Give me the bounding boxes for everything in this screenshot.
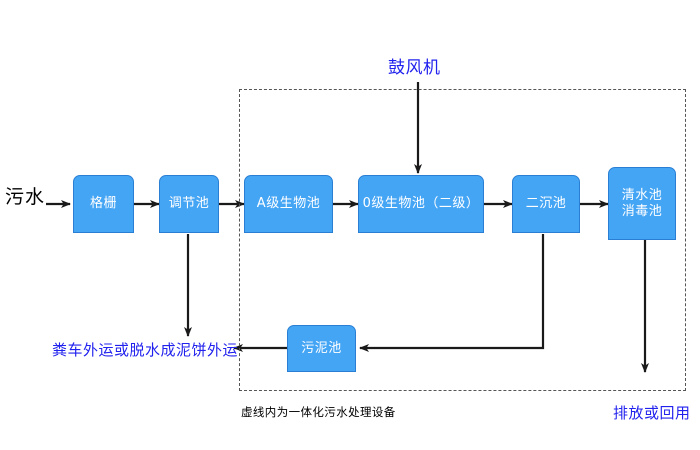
node-regulating-tank[interactable]: 调节池: [159, 175, 219, 233]
effluent-label: 排放或回用: [613, 404, 691, 422]
blower-label: 鼓风机: [388, 58, 441, 78]
node-sludge-tank[interactable]: 污泥池: [287, 325, 356, 372]
node-a-bio-tank[interactable]: A级生物池: [244, 175, 333, 233]
sludge-disposal-label: 粪车外运或脱水成泥饼外运: [52, 341, 239, 359]
node-secondary-settling-tank-label: 二沉池: [525, 196, 567, 212]
node-clear-water-label: 清水池: [621, 188, 663, 204]
node-o-bio-tank[interactable]: 0级生物池（二级）: [358, 175, 484, 233]
node-grid-label: 格栅: [89, 196, 117, 212]
node-secondary-settling-tank[interactable]: 二沉池: [512, 175, 580, 233]
node-o-bio-tank-label: 0级生物池（二级）: [362, 196, 480, 212]
enclosure-caption: 虚线内为一体化污水处理设备: [241, 405, 396, 419]
node-sludge-tank-label: 污泥池: [301, 340, 342, 356]
node-disinfection-label: 消毒池: [621, 203, 663, 219]
node-a-bio-tank-label: A级生物池: [256, 196, 321, 212]
inlet-label: 污水: [5, 186, 46, 208]
integrated-equipment-enclosure: [239, 89, 686, 391]
node-grid[interactable]: 格栅: [73, 175, 134, 233]
node-regulating-tank-label: 调节池: [168, 196, 210, 212]
node-clear-water-disinfection-tank[interactable]: 清水池 消毒池: [608, 167, 676, 240]
arrow-settling-to-sludge-tank: [359, 234, 545, 352]
